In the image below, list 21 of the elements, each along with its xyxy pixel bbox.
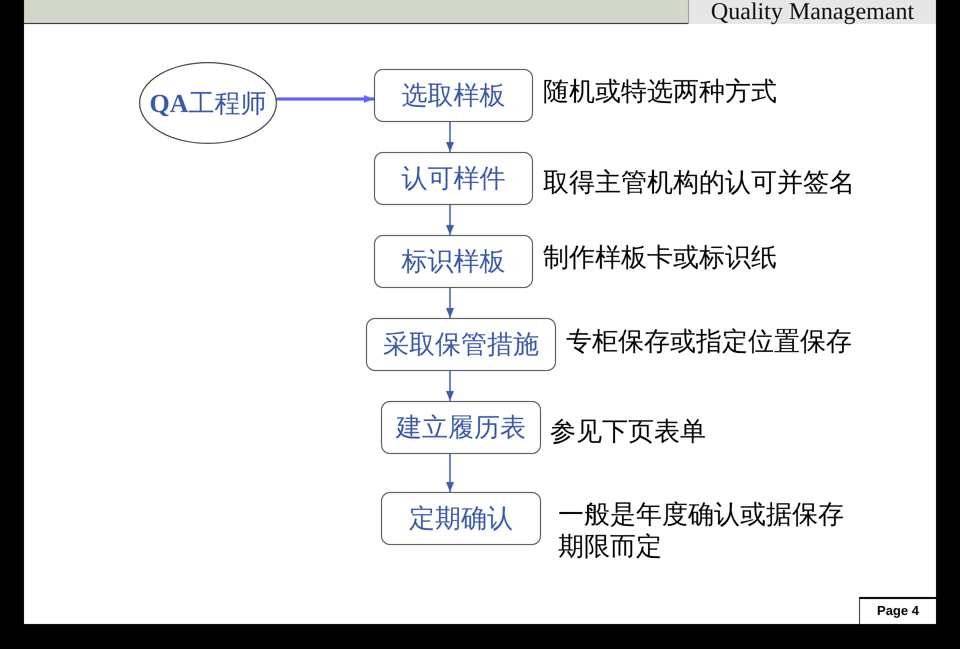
note-text: 专柜保存或指定位置保存 xyxy=(566,326,852,358)
note-text: 随机或特选两种方式 xyxy=(543,76,777,108)
arrow xyxy=(446,205,454,235)
arrow xyxy=(276,95,374,103)
process-box: 建立履历表 xyxy=(381,401,541,454)
process-box: 定期确认 xyxy=(381,492,541,545)
note-text: 参见下页表单 xyxy=(550,416,706,448)
process-box: 选取样板 xyxy=(374,69,533,122)
arrow xyxy=(446,122,454,152)
process-box: 认可样件 xyxy=(374,152,533,205)
arrow xyxy=(446,288,454,318)
note-text: 制作样板卡或标识纸 xyxy=(543,242,777,274)
arrow xyxy=(446,371,454,401)
note-text: 取得主管机构的认可并签名 xyxy=(543,167,855,199)
header-tab: Quality Managemant xyxy=(688,0,936,24)
page-number: Page 4 xyxy=(859,597,936,624)
process-box: 采取保管措施 xyxy=(366,318,556,371)
process-box: 标识样板 xyxy=(374,235,533,288)
note-text: 一般是年度确认或据保存期限而定 xyxy=(558,499,845,563)
role-ellipse: QA工程师 xyxy=(139,62,277,144)
arrow xyxy=(446,454,454,492)
